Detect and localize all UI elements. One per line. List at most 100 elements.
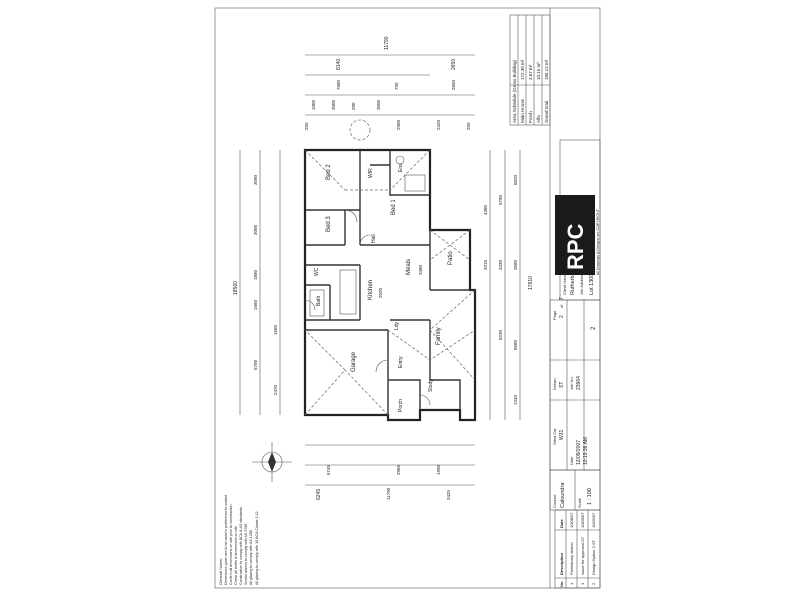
room-kitchen: Kitchen	[368, 280, 374, 300]
rpc-logo: RPC	[555, 195, 595, 275]
note-3: Check all levels & dimensions on site	[234, 526, 238, 585]
dim-left-6: 2470	[273, 384, 278, 395]
dim-right-5: 3580	[513, 259, 518, 270]
roof-lines	[304, 149, 476, 416]
dim-top-2-0: 790	[394, 82, 399, 90]
dim-bottom-overall: 6245	[316, 489, 322, 500]
door-swings	[304, 209, 431, 406]
job-no-label: Job No.	[569, 376, 574, 390]
page-label: Page	[552, 310, 557, 320]
job-address-label: Job Address	[579, 273, 584, 295]
note-6: All glazing to comply with AS 1288	[249, 530, 253, 585]
room-study: Study	[428, 379, 434, 392]
kitchen-bench	[339, 269, 357, 315]
title-block: Area Schedule (Gross Building) Main Hous…	[509, 14, 601, 589]
room-bed3: Bed 3	[326, 216, 332, 232]
dim-bottom-2-0: 3425	[446, 489, 451, 500]
rev-row-2-no: 2	[591, 582, 596, 585]
dim-right-overall: 17810	[528, 276, 534, 290]
area-schedule-title: Area Schedule (Gross Building)	[512, 59, 517, 123]
dim-left-0: 3090	[253, 174, 258, 185]
dim-left-2: 1860	[253, 269, 258, 280]
rev-row-0-no: 1	[569, 582, 574, 585]
rev-row-2-description: Design Option 2-ST	[591, 539, 596, 575]
room-entry: Entry	[398, 356, 404, 368]
note-0: General Notes:	[218, 558, 223, 585]
dim-top-1-3: 3600	[376, 99, 381, 110]
dim-top-1-0: 1000	[311, 99, 316, 110]
dim-bottom-1-1: 2965	[396, 464, 401, 475]
area-row-3-label: Grand total	[544, 101, 549, 123]
dim-right-3: 3330	[498, 259, 503, 270]
dim-bottom-1-0: 6745	[326, 464, 331, 475]
dim-top-3-3: 250	[466, 122, 471, 130]
room-patio: Patio	[448, 251, 454, 265]
area-row-1-value: 3.67 m²	[528, 64, 533, 80]
dim-left-overall: 18560	[233, 281, 239, 295]
room-meals: Meals	[406, 259, 412, 275]
rev-row-1-date: 10/09/07	[580, 512, 585, 528]
general-notes: General Notes: Dimensions given are to b…	[218, 495, 259, 585]
client-name-label: Client Name	[562, 272, 567, 295]
rev-row-2-date: 11/09/07	[591, 512, 596, 528]
room-bed1: Bed 1	[391, 199, 397, 215]
date-label: Date	[569, 456, 574, 465]
dim-left-1: 3000	[253, 224, 258, 235]
rev-row-1-description: Issue for approval-ST	[580, 536, 585, 575]
dim-top-b: 2650	[451, 59, 457, 70]
bath-fixture	[309, 289, 325, 317]
dim-meals-width: 3480	[418, 264, 423, 275]
dim-right-8: 1340	[513, 394, 518, 405]
job-no: 23964	[576, 376, 582, 390]
area-row-2-label: Alfa	[536, 115, 541, 123]
page-total: 7	[559, 297, 565, 300]
dim-right-1: 5790	[498, 194, 503, 205]
rev-no: 2	[591, 326, 597, 330]
drawn-value: ST	[559, 382, 565, 388]
area-row-3-value: 186.12 m²	[544, 59, 549, 80]
outer-walls	[303, 148, 477, 422]
dim-left-3: 1660	[253, 299, 258, 310]
area-row-1-label: Porch	[528, 111, 533, 123]
area-row-2-value: 10.15 m²	[536, 62, 541, 80]
room-bed2: Bed 2	[326, 164, 332, 180]
area-schedule-box	[509, 14, 551, 126]
dim-kitchen-width: 2020	[378, 287, 383, 298]
interior-walls	[305, 150, 475, 415]
wind-cat-label: Wind Cat	[552, 428, 557, 445]
dim-right-4: 3210	[483, 259, 488, 270]
note-energy: All glazing to comply with 10 BCA Clause…	[255, 511, 259, 585]
rev-row-0-description: Preliminary sketch	[569, 542, 574, 575]
dim-right-2: 4380	[483, 204, 488, 215]
rev-header-date: Date	[559, 519, 564, 528]
job-info-grid	[549, 299, 601, 471]
rev-row-0-date: 10/08/07	[569, 512, 574, 528]
scale-value: 1 : 100	[587, 488, 593, 505]
drawn-label: Drawn	[552, 378, 557, 390]
dim-top-3-0: 250	[304, 122, 309, 130]
note-5: Smoke alarms to comply with AS 3786	[244, 524, 248, 585]
wind-cat: W31	[559, 430, 565, 441]
dim-top-2-2: 2650	[451, 79, 456, 90]
dim-right-7: 8680	[513, 339, 518, 350]
council-label: Council	[552, 495, 557, 508]
dim-right-0: 6020	[513, 174, 518, 185]
ensuite-basin	[395, 155, 405, 165]
date-value: 12/09/2007	[576, 440, 582, 465]
floor-plan: Bed 2 Bed 1 Bed 3 WIR Ens Hall Meals Pat…	[303, 119, 477, 422]
dim-top-3-2: 2420	[436, 119, 441, 130]
room-bath: Bath	[316, 295, 322, 306]
dim-top-2-1: 7680	[336, 79, 341, 90]
company-tagline: All Drawings & Designs are COPYRIGHT	[596, 208, 600, 275]
dim-right-6: 6230	[498, 329, 503, 340]
dim-left-4: 1560	[273, 324, 278, 335]
room-ens: Ens	[398, 163, 404, 172]
note-2: Confirm all dimensions on site prior to …	[229, 505, 233, 586]
room-hall: Hall	[371, 234, 377, 243]
room-family: Family	[436, 327, 442, 345]
rev-header-no: No.	[559, 581, 564, 587]
note-4: Construction to comply with BCA & AS sta…	[239, 507, 243, 585]
dim-bottom-2-1: 11790	[386, 487, 391, 500]
dimension-lines	[239, 54, 521, 486]
